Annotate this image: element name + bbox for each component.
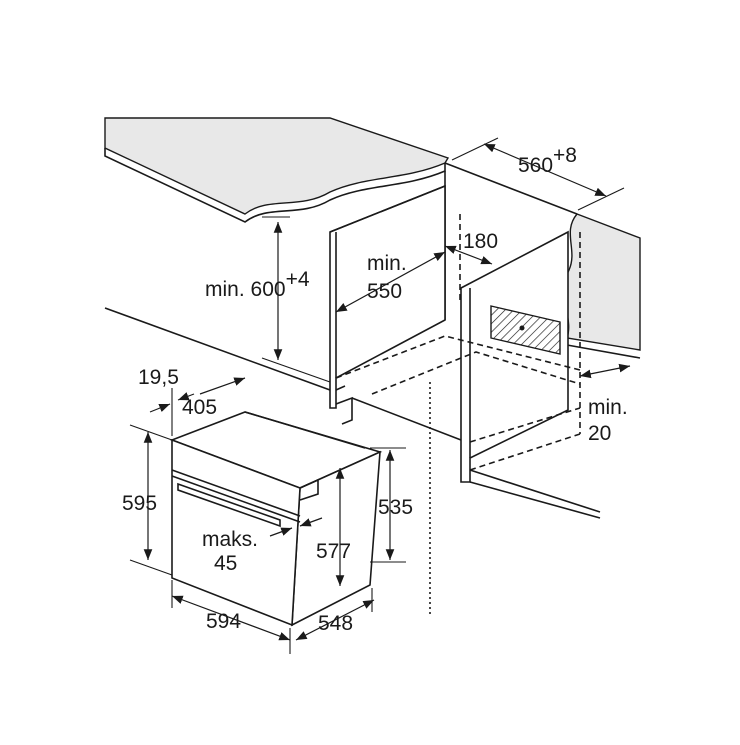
dim-405-label: 405 [182, 396, 217, 419]
dim-180-label: 180 [463, 230, 498, 253]
dim-595-label: 595 [122, 492, 157, 515]
countertop-right [563, 213, 641, 351]
oven-handle-left [177, 482, 281, 528]
dim-550-line [335, 251, 446, 313]
floor-line-left [104, 307, 331, 391]
dim-577-label: 577 [316, 540, 351, 563]
dim-45-arrow-2 [299, 517, 323, 527]
dim-595-ext-top [129, 424, 173, 441]
dim-20-prefix: min. [588, 396, 628, 419]
dim-19-5-arrow [149, 403, 171, 413]
countertop-left-edge [104, 148, 446, 223]
dim-594-line [171, 595, 291, 641]
dim-19-5-label: 19,5 [138, 366, 179, 389]
countertop-left [104, 117, 450, 215]
left-cabinet-plinth-front [335, 396, 353, 425]
dim-560-label: 560+8 [518, 144, 577, 177]
dim-535-label: 535 [378, 496, 413, 519]
dim-560-ext-2 [577, 187, 625, 211]
oven-front [171, 438, 301, 627]
dim-45-prefix: maks. [202, 528, 258, 551]
dim-548-line [295, 599, 375, 641]
vent-opening [490, 305, 561, 355]
dim-20-value: 20 [588, 422, 611, 445]
right-cabinet-bottom [469, 481, 601, 519]
dim-45-value: 45 [214, 552, 237, 575]
dim-600-label: min. 600+4 [205, 268, 310, 301]
floor-line-right [469, 469, 601, 513]
dim-595-ext-bot [129, 559, 173, 576]
left-cabinet-plinth [335, 385, 346, 391]
dim-180-line [444, 245, 493, 265]
dim-405-line [199, 377, 246, 395]
dim-20-line [579, 363, 631, 379]
dim-548-label: 548 [318, 612, 353, 635]
dim-560-line [483, 143, 607, 197]
dim-594-label: 594 [206, 610, 241, 633]
oven-panel-line-2 [171, 475, 301, 523]
dim-19-5-arrow-2 [177, 392, 195, 401]
oven-front-rail [244, 411, 366, 449]
niche-dashed-back [371, 351, 581, 395]
vent-dot [519, 325, 525, 331]
back-wall-line-1 [444, 162, 578, 215]
floor-line-mid [351, 397, 462, 441]
dim-550-value: 550 [367, 280, 402, 303]
niche-dashed-floor [469, 407, 581, 471]
oven-door-clip [299, 478, 319, 501]
right-cabinet-side [460, 230, 569, 483]
dim-550-prefix: min. [367, 252, 407, 275]
dim-45-arrow-1 [269, 527, 293, 537]
left-cabinet-top-edge [329, 185, 446, 233]
dim-560-ext-1 [451, 137, 499, 161]
dim-600-ext-bot [261, 357, 331, 383]
oven-panel-line [171, 469, 301, 517]
